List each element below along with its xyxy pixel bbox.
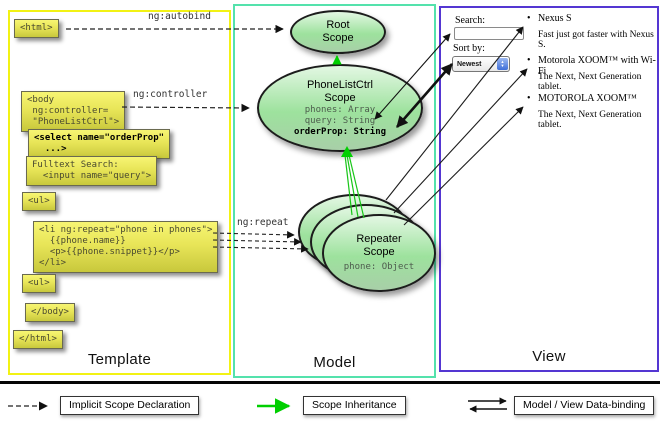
ng-autobind-label: ng:autobind <box>148 11 211 22</box>
phone-list-item-title: MOTOROLA XOOM™ <box>527 93 637 104</box>
phone-list-item-title: Nexus S <box>527 13 572 24</box>
repeater-scope-title: Repeater Scope <box>356 233 402 258</box>
root-scope-ellipse: Root Scope <box>290 10 386 54</box>
template-column-label: Template <box>87 351 152 368</box>
ul-close-tag-box: <ul> <box>22 274 56 293</box>
phonelistctrl-scope-ellipse: PhoneListCtrl Scope phones: Array query:… <box>257 64 423 152</box>
legend-implicit-scope: Implicit Scope Declaration <box>60 396 200 415</box>
html-open-tag-box: <html> <box>14 19 59 38</box>
phone-list-item-desc: The Next, Next Generation tablet. <box>538 72 642 92</box>
ng-repeat-label: ng:repeat <box>237 217 289 228</box>
search-label: Search: <box>455 15 485 26</box>
phone-list-item-desc: Fast just got faster with Nexus S. <box>538 30 654 50</box>
model-column: Model <box>233 4 436 378</box>
phone-list-item-desc: The Next, Next Generation tablet. <box>538 110 642 130</box>
li-ng-repeat-box: <li ng:repeat="phone in phones"> {{phone… <box>33 221 219 273</box>
search-input[interactable] <box>454 27 524 40</box>
sort-dropdown[interactable]: Newest ▲▼ <box>452 56 510 72</box>
query-string-prop: query: String <box>304 115 376 126</box>
select-orderprop-box: <select name="orderProp" ...> <box>28 129 171 159</box>
dropdown-stepper-icon: ▲▼ <box>497 58 508 70</box>
legend-scope-inheritance: Scope Inheritance <box>303 396 406 415</box>
legend-divider <box>0 381 660 384</box>
legend-data-binding: Model / View Data-binding <box>514 396 655 415</box>
ul-open-tag-box: <ul> <box>22 192 56 211</box>
view-column-label: View <box>532 348 566 365</box>
ng-controller-label: ng:controller <box>133 89 208 100</box>
orderprop-string-prop: orderProp: String <box>293 126 387 137</box>
html-close-tag-box: </html> <box>13 330 63 349</box>
model-column-label: Model <box>313 354 356 371</box>
fulltext-search-box: Fulltext Search: <input name="query"> <box>26 156 158 186</box>
sort-by-label: Sort by: <box>453 43 485 54</box>
root-scope-title: Root Scope <box>322 19 354 44</box>
phones-array-prop: phones: Array <box>304 104 376 115</box>
sort-dropdown-value: Newest <box>457 60 482 68</box>
phone-object-prop: phone: Object <box>343 262 415 272</box>
repeater-scope-ellipse-front: Repeater Scope phone: Object <box>322 214 436 292</box>
body-close-tag-box: </body> <box>25 303 75 322</box>
body-open-tag-box: <body ng:controller= "PhoneListCtrl"> <box>21 91 126 132</box>
phonelistctrl-scope-title: PhoneListCtrl Scope <box>306 78 374 104</box>
phone-list-item-title: Motorola XOOM™ with Wi-Fi <box>527 55 660 77</box>
